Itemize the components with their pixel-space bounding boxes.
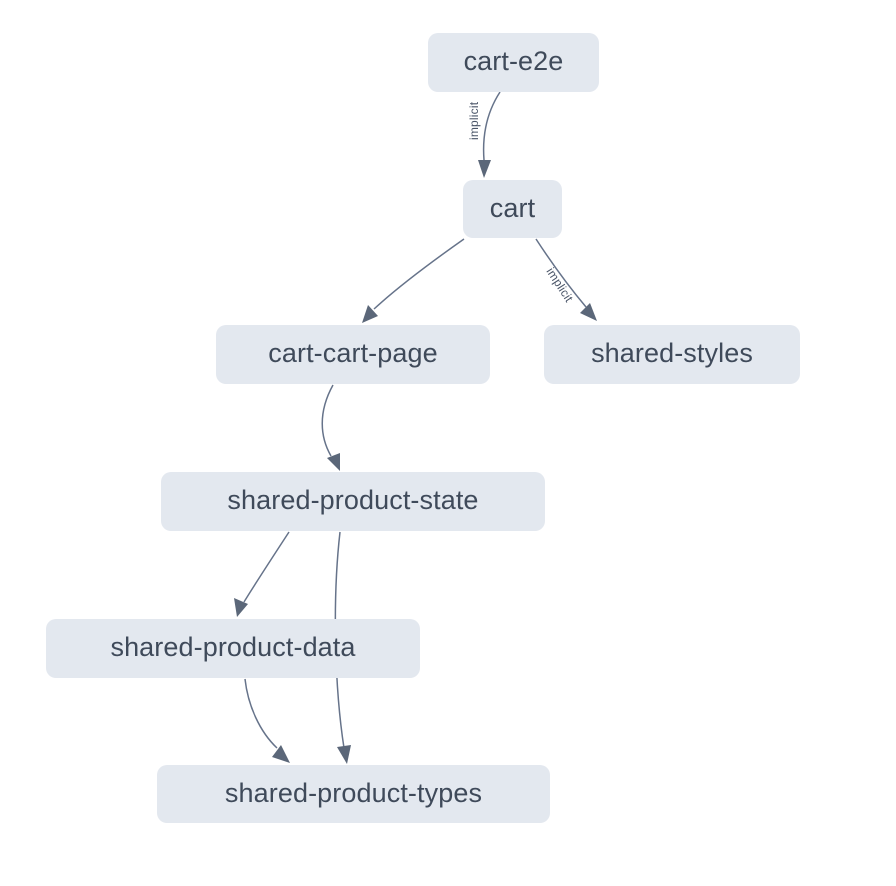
edge-cart-cart-page-to-shared-product-state[interactable] [321, 384, 340, 471]
arrowhead-icon [327, 453, 340, 471]
node-label: shared-product-data [110, 632, 356, 662]
node-label: cart-cart-page [268, 338, 438, 368]
edge-path [243, 531, 290, 603]
arrowhead-icon [362, 305, 378, 323]
node-label: shared-styles [591, 338, 753, 368]
edge-label-implicit-2: implicit [543, 265, 576, 305]
node-label: cart [489, 192, 536, 223]
node-label: cart-e2e [463, 46, 564, 76]
node-cart-cart-page[interactable]: cart-cart-page [216, 325, 490, 384]
node-cart-e2e[interactable]: cart-e2e [428, 33, 599, 92]
edge-shared-product-state-to-shared-product-data[interactable] [234, 531, 290, 617]
node-label: shared-product-types [224, 777, 483, 808]
edge-path [321, 384, 334, 457]
node-shared-product-types[interactable]: shared-product-types [157, 765, 550, 823]
node-shared-styles[interactable]: shared-styles [544, 325, 800, 384]
edge-cart-to-shared-styles[interactable]: implicit [535, 238, 597, 321]
edge-cart-e2e-to-cart[interactable]: implicit [467, 91, 501, 178]
node-label: shared-product-state [227, 485, 479, 515]
edge-path [373, 238, 465, 310]
edge-shared-product-data-to-shared-product-types[interactable] [244, 678, 290, 763]
arrowhead-icon [478, 160, 491, 178]
arrowhead-icon [580, 303, 597, 321]
arrowhead-icon [272, 745, 290, 763]
node-shared-product-state[interactable]: shared-product-state [161, 472, 545, 531]
edge-path [482, 91, 501, 161]
arrowhead-icon [337, 745, 351, 764]
node-shared-product-data[interactable]: shared-product-data [46, 619, 420, 678]
edge-label-implicit-1: implicit [467, 101, 481, 140]
edge-path [535, 238, 587, 308]
edge-path [244, 678, 278, 749]
node-cart[interactable]: cart [463, 180, 562, 238]
arrowhead-icon [234, 598, 248, 617]
edge-cart-to-cart-cart-page[interactable] [362, 238, 465, 323]
